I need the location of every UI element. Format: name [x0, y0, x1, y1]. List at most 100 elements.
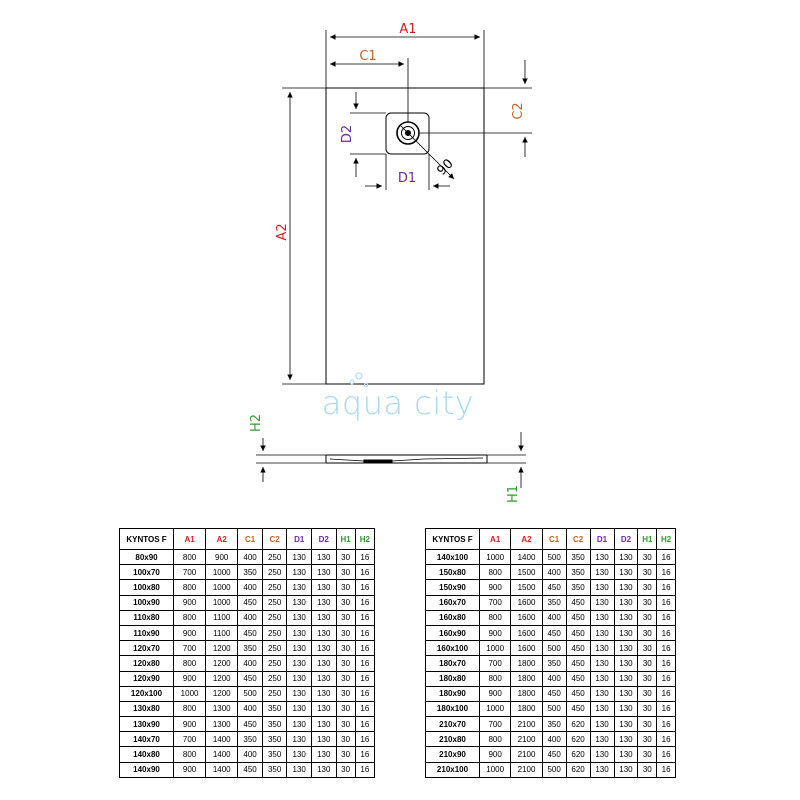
label-d2: D2: [340, 125, 355, 143]
table-cell-model: 130x80: [119, 700, 174, 718]
table-cell: 450: [237, 594, 263, 611]
table-cell: 900: [478, 685, 512, 702]
table-cell: 130: [286, 655, 312, 672]
table-cell: 800: [172, 579, 207, 596]
table-cell: 450: [237, 670, 263, 687]
table-cell: 130: [286, 685, 312, 702]
table-cell: 130: [589, 716, 615, 733]
table-cell: 130: [310, 548, 337, 566]
table-cell: 800: [172, 655, 207, 672]
table-cell: 130: [286, 609, 312, 626]
table-cell-model: 120x80: [119, 655, 174, 672]
table-cell: 130: [613, 731, 639, 748]
table-cell: 30: [335, 731, 356, 748]
table-cell: 130: [589, 700, 615, 718]
table-cell: 130: [286, 640, 312, 657]
table-header-d2: D2: [310, 528, 337, 550]
table-cell: 1400: [205, 746, 239, 763]
table-cell: 1100: [205, 624, 239, 642]
table-cell: 350: [261, 746, 288, 763]
table-cell: 500: [541, 548, 567, 566]
table-cell: 700: [478, 716, 512, 733]
table-cell: 2100: [510, 731, 543, 748]
table-cell: 130: [286, 564, 312, 581]
table-cell: 30: [335, 716, 356, 733]
table-cell: 30: [335, 609, 356, 626]
table-cell: 30: [335, 594, 356, 611]
table-header-a2: A2: [510, 528, 543, 550]
table-cell: 16: [656, 564, 676, 581]
table-cell: 900: [172, 761, 207, 778]
table-cell: 1400: [205, 761, 239, 778]
table-cell-model: 140x100: [425, 548, 480, 566]
table-cell: 700: [478, 594, 512, 611]
table-cell-model: 140x70: [119, 731, 174, 748]
table-cell: 16: [354, 716, 376, 733]
table-cell: 250: [261, 640, 288, 657]
table-cell: 500: [541, 761, 567, 778]
table-cell: 250: [261, 609, 288, 626]
table-cell: 450: [565, 640, 591, 657]
table-cell: 400: [237, 579, 263, 596]
table-cell-model: 150x90: [425, 579, 480, 596]
label-h2: H2: [249, 414, 264, 432]
table-cell: 450: [565, 670, 591, 687]
table-cell: 130: [589, 670, 615, 687]
table-cell: 16: [656, 670, 676, 687]
table-cell: 900: [172, 716, 207, 733]
table-cell: 450: [541, 624, 567, 642]
table-cell: 30: [335, 655, 356, 672]
table-cell: 1200: [205, 655, 239, 672]
table-cell: 16: [354, 624, 376, 642]
table-cell-model: 110x90: [119, 624, 174, 642]
table-cell: 130: [613, 746, 639, 763]
table-cell: 30: [335, 579, 356, 596]
table-cell: 16: [656, 655, 676, 672]
table-cell: 350: [565, 579, 591, 596]
table-cell: 130: [310, 685, 337, 702]
dimension-d1: [365, 154, 450, 190]
table-cell: 350: [261, 731, 288, 748]
technical-drawing: A1 C1 C2 D2 D1 90 A2: [249, 22, 532, 503]
table-cell: 130: [286, 700, 312, 718]
table-cell: 16: [354, 579, 376, 596]
table-cell-model: 140x80: [119, 746, 174, 763]
table-cell: 400: [541, 731, 567, 748]
table-header-c2: C2: [565, 528, 591, 550]
table-cell: 1000: [478, 700, 512, 718]
table-cell: 130: [286, 746, 312, 763]
table-cell: 16: [354, 731, 376, 748]
table-cell: 450: [237, 624, 263, 642]
table-cell-model: 130x90: [119, 716, 174, 733]
table-cell: 30: [637, 548, 658, 566]
table-cell: 1600: [510, 624, 543, 642]
table-cell: 700: [172, 731, 207, 748]
table-cell: 1000: [172, 685, 207, 702]
table-cell: 800: [172, 609, 207, 626]
table-cell: 900: [205, 548, 239, 566]
table-cell: 1300: [205, 716, 239, 733]
table-cell: 30: [637, 655, 658, 672]
dimension-h2: [256, 438, 326, 482]
table-cell: 16: [656, 700, 676, 718]
table-cell: 30: [637, 746, 658, 763]
table-header-c2: C2: [261, 528, 288, 550]
dimension-c2: [420, 60, 532, 157]
table-cell: 350: [261, 716, 288, 733]
table-cell: 700: [172, 564, 207, 581]
table-cell: 130: [286, 670, 312, 687]
table-header-h1: H1: [335, 528, 356, 550]
table-cell: 500: [237, 685, 263, 702]
